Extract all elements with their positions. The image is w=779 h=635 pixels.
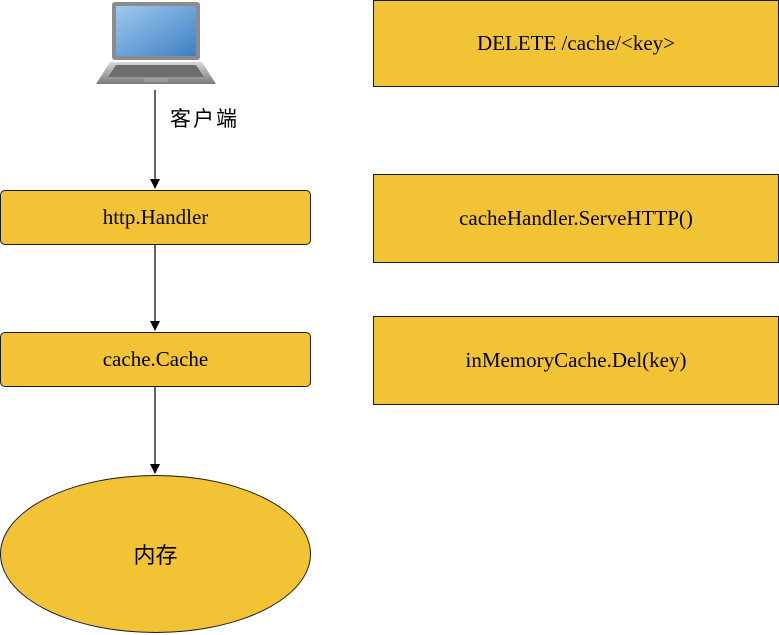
memory-ellipse: 内存 [0,475,311,633]
del-label: inMemoryCache.Del(key) [465,348,687,372]
cache-label: cache.Cache [102,347,209,371]
client-label: 客户端 [170,107,239,131]
laptop-icon [96,2,216,84]
del-box: inMemoryCache.Del(key) [373,316,779,405]
memory-label: 内存 [133,543,178,568]
serve-http-box: cacheHandler.ServeHTTP() [373,174,779,263]
request-box: DELETE /cache/<key> [373,0,779,87]
http-handler-label: http.Handler [102,205,209,229]
cache-box: cache.Cache [0,332,311,387]
http-handler-box: http.Handler [0,190,311,245]
serve-http-label: cacheHandler.ServeHTTP() [459,206,693,230]
request-label: DELETE /cache/<key> [476,31,675,55]
